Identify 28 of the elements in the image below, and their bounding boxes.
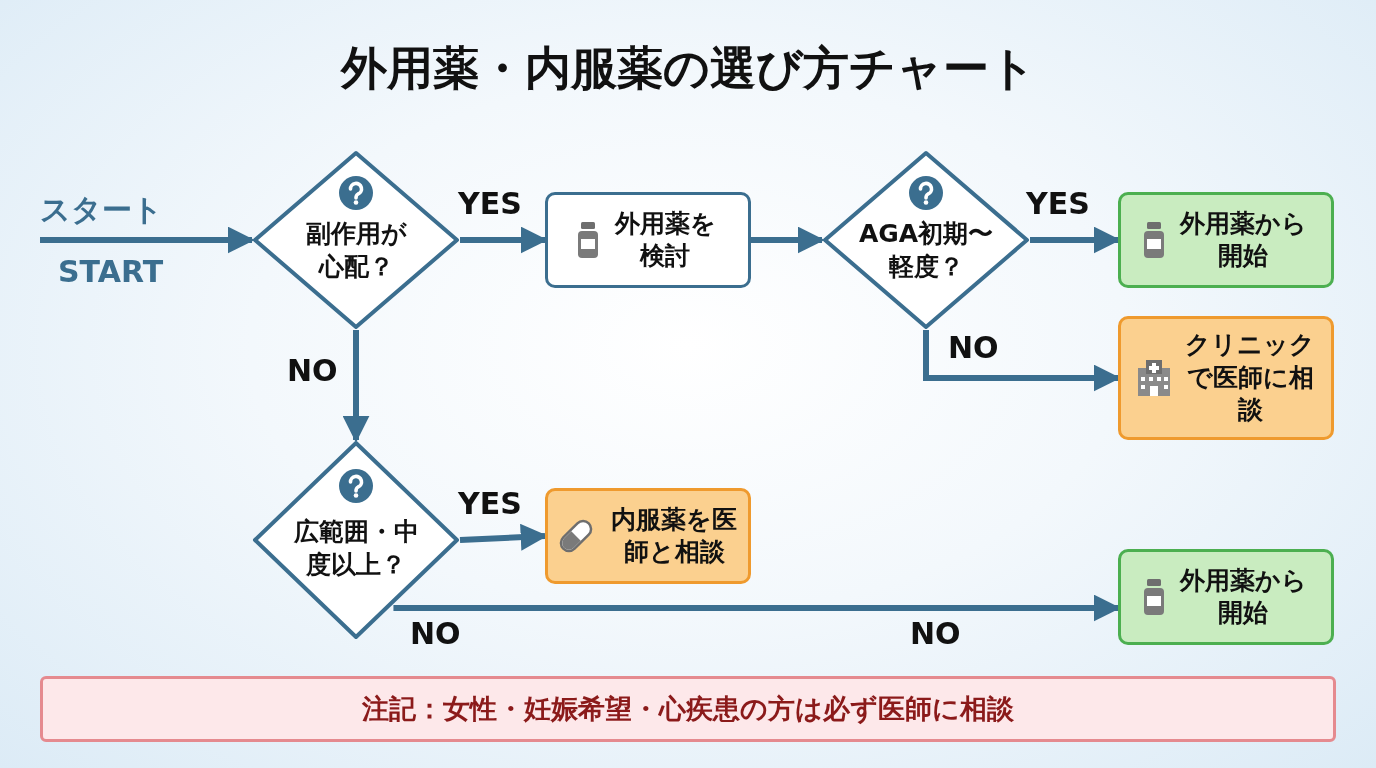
box-text: 内服薬を医師と相談: [610, 503, 738, 568]
edge-label: NO: [410, 616, 461, 651]
edge-label: YES: [1026, 186, 1090, 221]
edge-label: YES: [458, 186, 522, 221]
start-label: スタート: [40, 191, 164, 229]
arrow: [40, 226, 255, 254]
process-box: [1118, 549, 1334, 645]
process-box: [1118, 192, 1334, 288]
box-text: クリニックで医師に相談: [1184, 329, 1316, 427]
edge-label: NO: [287, 353, 338, 388]
title: 外用薬・内服薬の選び方チャート: [339, 40, 1037, 97]
edge-label: YES: [458, 486, 522, 521]
start-label: START: [57, 254, 165, 289]
decision-text: AGA初期〜軽度？: [857, 218, 995, 283]
box-text: 外用薬を検討: [613, 207, 717, 272]
decision-text: 副作用が心配？: [304, 218, 408, 283]
process-box: [545, 192, 751, 288]
note-text: 注記：女性・妊娠希望・心疾患の方は必ず医師に相談: [362, 692, 1014, 727]
arrow: [342, 330, 370, 443]
edge-label: NO: [948, 330, 999, 365]
note-box: [40, 676, 1336, 742]
box-text: 外用薬から開始: [1178, 564, 1308, 629]
box-text: 外用薬から開始: [1178, 207, 1308, 272]
process-box: [545, 488, 751, 584]
branch-label: NO: [910, 616, 961, 651]
decision-text: 広範囲・中度以上？: [292, 516, 420, 581]
process-box: [1118, 316, 1334, 440]
arrow: [751, 226, 825, 254]
